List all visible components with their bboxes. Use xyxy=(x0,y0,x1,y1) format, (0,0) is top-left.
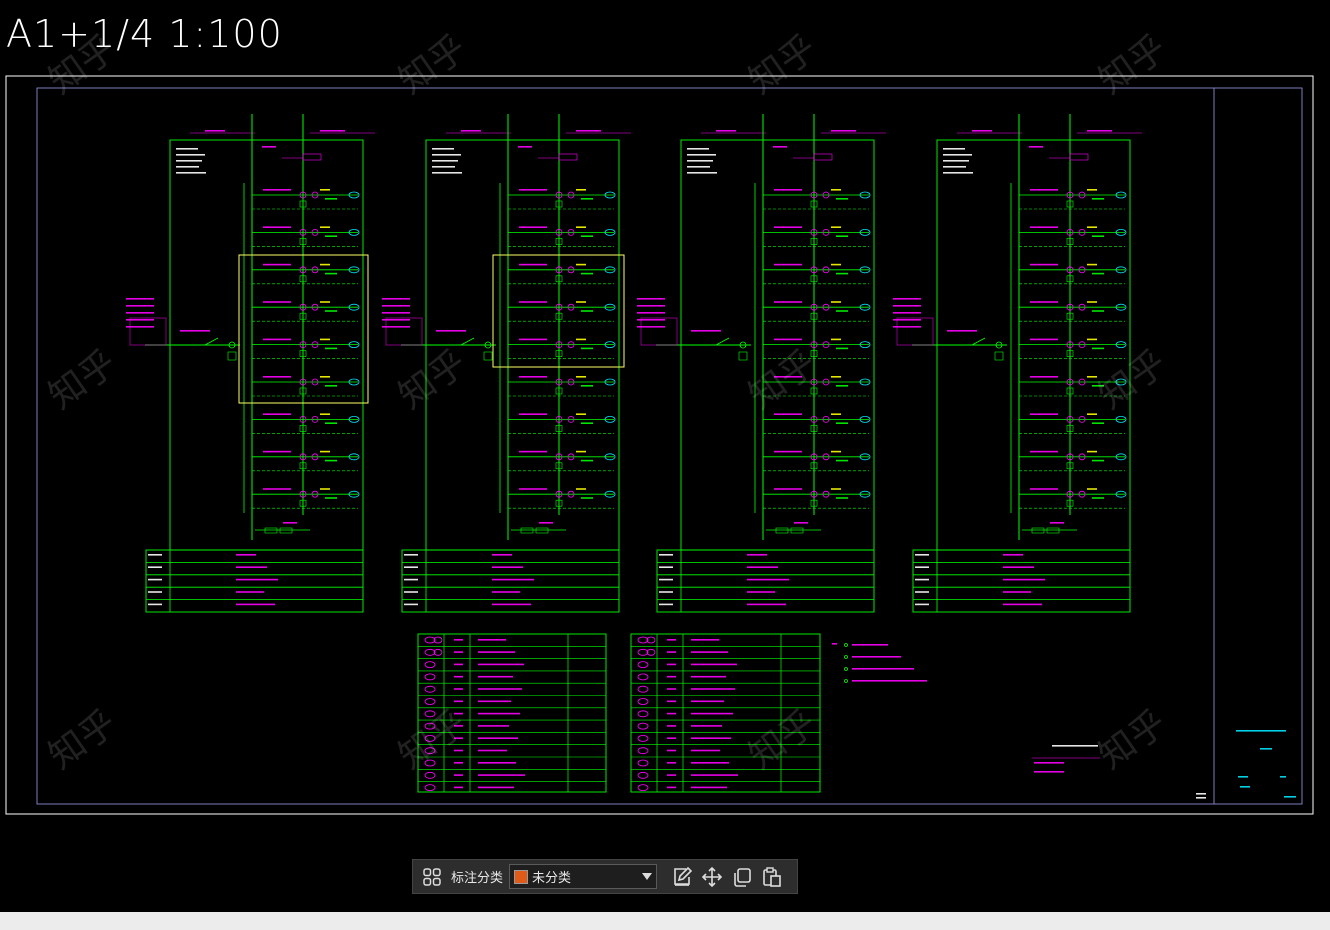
watermark-text: 知乎 xyxy=(42,702,125,777)
paste-icon[interactable] xyxy=(757,862,787,892)
copy-icon[interactable] xyxy=(727,862,757,892)
watermark-text: 知乎 xyxy=(42,342,125,417)
watermark-text: 知乎 xyxy=(742,342,825,417)
watermark-text: 知乎 xyxy=(1092,342,1175,417)
watermark-text: 知乎 xyxy=(742,702,825,777)
annotation-toolbar: 标注分类 未分类 xyxy=(412,859,798,894)
category-dropdown[interactable]: 未分类 xyxy=(509,864,658,889)
watermark-text: 知乎 xyxy=(392,342,475,417)
watermark-text: 知乎 xyxy=(742,27,825,102)
chevron-down-icon xyxy=(642,873,653,880)
move-icon[interactable] xyxy=(697,862,727,892)
category-color-swatch xyxy=(514,869,529,884)
annotation-category-label: 标注分类 xyxy=(451,871,504,886)
grid-icon[interactable] xyxy=(417,862,447,892)
watermark-text: 知乎 xyxy=(392,27,475,102)
watermark-text: 知乎 xyxy=(1092,27,1175,102)
sheet-title: A1+1/4 1:100 xyxy=(6,12,283,56)
status-bar xyxy=(0,912,1330,930)
category-dropdown-value: 未分类 xyxy=(532,871,572,886)
watermark-text: 知乎 xyxy=(1092,702,1175,777)
edit-icon[interactable] xyxy=(667,862,697,892)
